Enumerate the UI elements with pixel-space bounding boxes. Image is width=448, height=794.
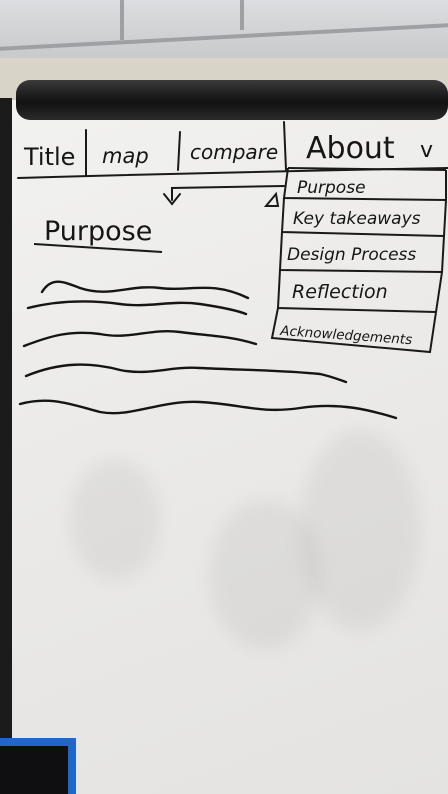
arrow-icon	[163, 185, 285, 207]
marker-rail	[16, 80, 448, 120]
nav-title[interactable]: Title	[23, 143, 75, 171]
ceiling-tile-line	[120, 0, 124, 40]
chevron-down-icon[interactable]: v	[420, 138, 433, 163]
whiteboard	[0, 100, 448, 794]
nav-map[interactable]: map	[102, 144, 149, 168]
heading-underline	[33, 243, 163, 253]
content-heading: Purpose	[44, 216, 152, 247]
dropdown-item-purpose[interactable]: Purpose	[297, 178, 366, 198]
dropdown-item-key-takeaways[interactable]: Key takeaways	[293, 209, 421, 229]
black-object	[0, 746, 68, 794]
dropdown-item-design-process[interactable]: Design Process	[287, 245, 416, 265]
board-frame	[0, 98, 12, 794]
reflection	[70, 460, 160, 580]
dropdown-item-reflection[interactable]: Reflection	[292, 281, 388, 303]
nav-about[interactable]: About	[306, 131, 395, 166]
reflection	[300, 430, 420, 630]
reflection	[210, 500, 320, 650]
dropdown-menu	[270, 167, 447, 354]
placeholder-text-lines	[18, 280, 398, 420]
nav-compare[interactable]: compare	[190, 140, 278, 164]
ceiling-tile-line	[240, 0, 244, 30]
